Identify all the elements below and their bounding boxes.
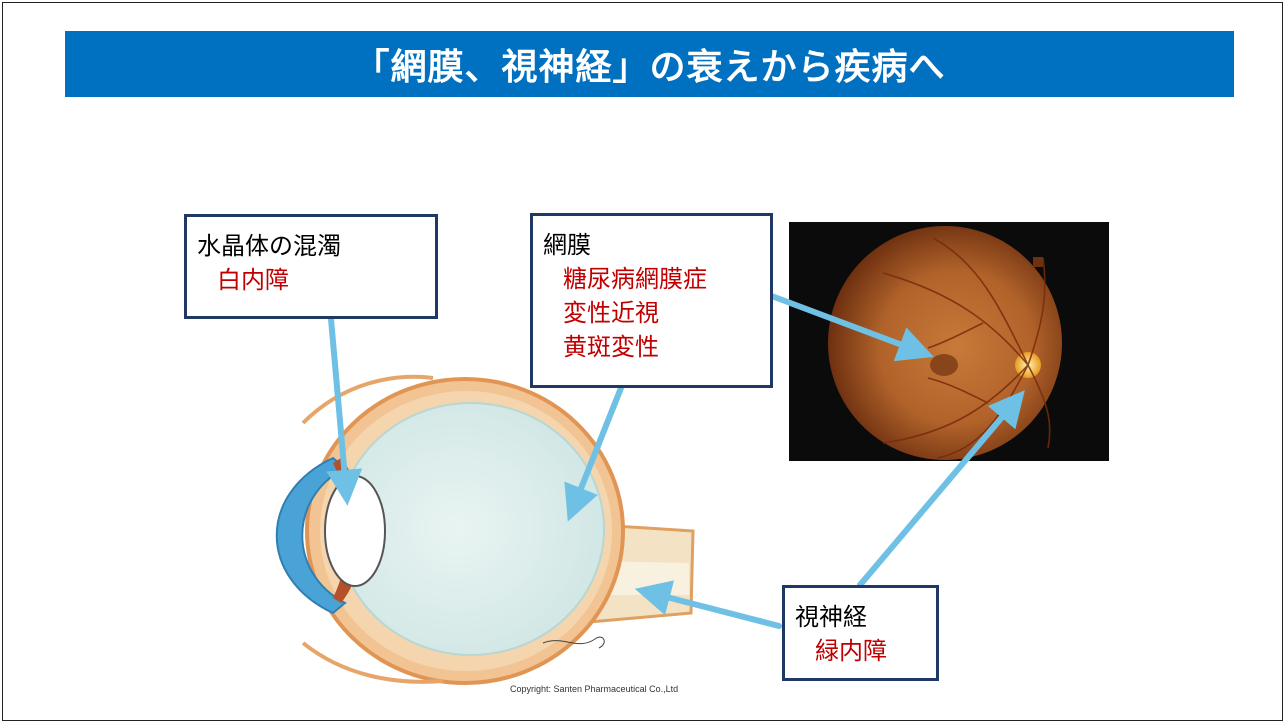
arrow-retina-diagram [564,385,624,522]
lens-label-box: 水晶体の混濁 白内障 [184,214,438,319]
slide-title: 「網膜、視神経」の衰えから疾病へ [65,31,1234,97]
copyright-text: Copyright: Santen Pharmaceutical Co.,Ltd [510,684,679,694]
lens-disease-1: 白内障 [217,266,289,294]
optic-nerve-label-box: 視神経 緑内障 [782,585,939,681]
fundus-photo [789,222,1109,461]
retina-label-box: 網膜 糖尿病網膜症 変性近視 黄斑変性 [530,213,773,388]
lens-heading: 水晶体の混濁 [197,232,341,260]
arrow-nerve-diagram [634,580,782,629]
arrow-lens [326,316,363,506]
optic-nerve-disease-1: 緑内障 [815,637,887,665]
eye-diagram [275,374,695,685]
arrow-retina-photo [766,292,934,362]
retina-heading: 網膜 [543,231,591,259]
illustration-layer [275,222,1109,685]
pointer-arrows [326,292,1025,629]
retina-disease-2: 変性近視 [563,299,659,327]
retina-disease-1: 糖尿病網膜症 [563,265,707,293]
retina-disease-3: 黄斑変性 [563,333,659,361]
optic-nerve-heading: 視神経 [795,603,867,631]
arrow-nerve-photo [857,390,1025,588]
